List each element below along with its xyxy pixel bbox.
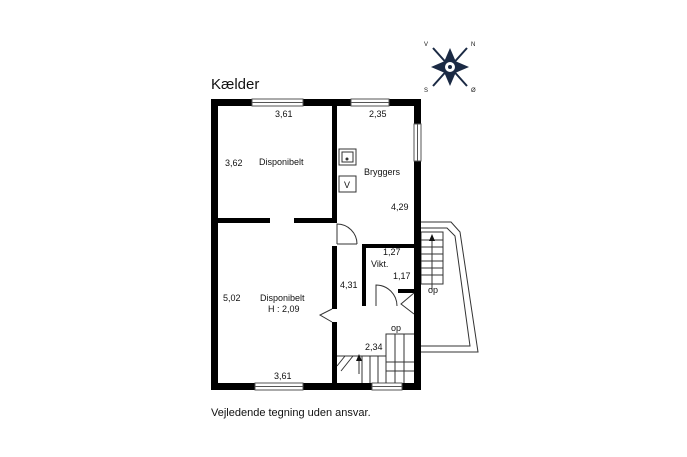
- interior-walls: [218, 106, 414, 383]
- room-disponibelt-bottom-height: H : 2,09: [268, 304, 300, 314]
- dim-disponibelt-bottom-depth: 5,02: [223, 293, 241, 303]
- dim-disponibelt-top-width: 3,61: [275, 109, 293, 119]
- room-viktualie: Vikt.: [371, 259, 388, 269]
- dim-viktualie-width: 1,27: [383, 247, 401, 257]
- windows: [251, 98, 422, 391]
- outer-stair-label: op: [428, 285, 438, 295]
- compass-v-label: V: [424, 42, 428, 48]
- exterior-walls: [211, 99, 421, 390]
- dim-corridor-length: 4,31: [340, 280, 358, 290]
- disclaimer-text: Vejledende tegning uden ansvar.: [211, 407, 371, 419]
- inner-stair: [336, 333, 414, 383]
- compass-n-label: N: [471, 42, 475, 48]
- room-disponibelt-top: Disponibelt: [259, 157, 304, 167]
- washer-label: V: [344, 180, 350, 190]
- dim-viktualie-depth: 1,17: [393, 271, 411, 281]
- floor-title: Kælder: [211, 76, 259, 93]
- compass-s-label: S: [424, 88, 428, 94]
- sink-icon: [338, 148, 357, 166]
- dim-stair-width: 2,34: [365, 342, 383, 352]
- room-bryggers: Bryggers: [364, 167, 401, 177]
- washer-icon: [338, 175, 357, 193]
- room-disponibelt-bottom: Disponibelt: [260, 293, 305, 303]
- compass-rose: V N S Ø: [424, 42, 476, 94]
- dim-bryggers-depth: 4,29: [391, 202, 409, 212]
- dim-bryggers-width: 2,35: [369, 109, 387, 119]
- door-swings: [318, 223, 415, 323]
- dim-disponibelt-bottom-width: 3,61: [274, 371, 292, 381]
- compass-o-label: Ø: [471, 88, 476, 94]
- outer-stair: [417, 221, 479, 353]
- dim-disponibelt-top-depth: 3,62: [225, 158, 243, 168]
- inner-stair-label: op: [391, 323, 401, 333]
